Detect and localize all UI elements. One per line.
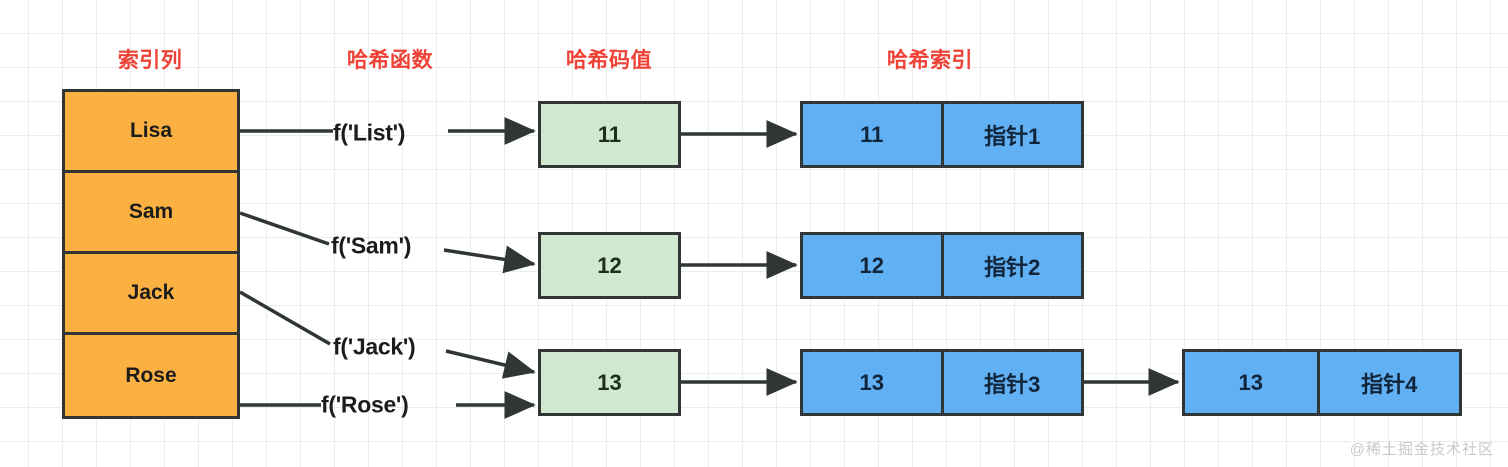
arrow-sam-to-hash12	[443, 245, 536, 274]
bucket-key: 13	[803, 352, 944, 413]
index-cell-label: Sam	[128, 200, 174, 223]
connector-jack-to-label	[239, 290, 331, 346]
bucket-node-2[interactable]: 12 指针2	[800, 232, 1084, 299]
index-cell-jack[interactable]: Jack	[65, 254, 237, 335]
hash-code-box-11[interactable]: 11	[538, 101, 681, 168]
bucket-node-1[interactable]: 11 指针1	[800, 101, 1084, 168]
bucket-pointer: 指针3	[984, 371, 1041, 397]
watermark: @稀土掘金技术社区	[1349, 441, 1494, 458]
index-cell-sam[interactable]: Sam	[65, 173, 237, 254]
hash-function-label-rose: f('Rose')	[321, 391, 409, 418]
column-title-index: 索引列	[117, 49, 183, 72]
hash-code-value: 11	[597, 121, 622, 147]
bucket-node-4[interactable]: 13 指针4	[1182, 349, 1462, 416]
hash-function-label-jack: f('Jack')	[333, 333, 416, 360]
column-title-hash-index: 哈希索引	[887, 49, 973, 72]
hash-code-box-13[interactable]: 13	[538, 349, 681, 416]
hash-function-label-list: f('List')	[333, 119, 406, 146]
index-cell-rose[interactable]: Rose	[65, 335, 237, 416]
connector-sam-to-label	[239, 211, 330, 246]
index-cell-lisa[interactable]: Lisa	[65, 92, 237, 173]
index-cell-label: Jack	[127, 281, 175, 304]
index-cell-label: Lisa	[129, 119, 173, 142]
bucket-pointer: 指针4	[1361, 371, 1418, 397]
column-title-hash-code: 哈希码值	[566, 49, 652, 72]
bucket-pointer: 指针2	[984, 254, 1041, 280]
hash-code-value: 12	[597, 252, 622, 278]
bucket-key: 11	[803, 104, 944, 165]
hash-function-label-sam: f('Sam')	[331, 232, 412, 259]
index-cell-label: Rose	[125, 363, 177, 387]
bucket-node-3[interactable]: 13 指针3	[800, 349, 1084, 416]
hash-code-box-12[interactable]: 12	[538, 232, 681, 299]
arrow-jack-to-hash13	[445, 349, 536, 379]
hash-code-value: 13	[597, 369, 622, 395]
column-title-hash-function: 哈希函数	[347, 49, 433, 72]
bucket-pointer: 指针1	[984, 123, 1041, 149]
bucket-key: 13	[1185, 352, 1320, 413]
bucket-key: 12	[803, 235, 944, 296]
index-column: Lisa Sam Jack Rose	[62, 89, 240, 419]
